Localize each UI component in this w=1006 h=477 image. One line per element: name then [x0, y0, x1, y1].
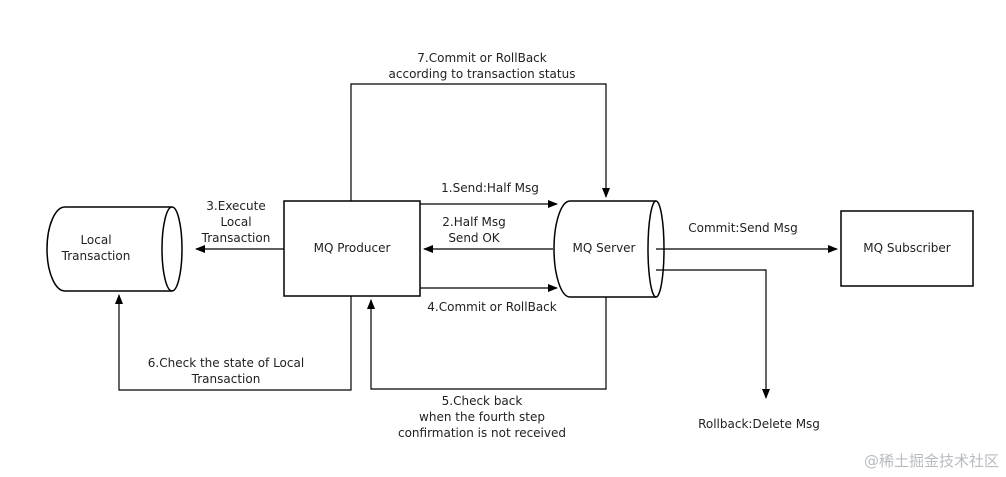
local-transaction-label-line2: Transaction	[61, 249, 131, 263]
step3-label-line2: Local	[220, 215, 251, 229]
step6-label-line2: Transaction	[191, 372, 261, 386]
local-transaction-label-line1: Local	[80, 233, 111, 247]
edge-step6: 6.Check the state of Local Transaction	[115, 294, 352, 391]
mq-producer-label: MQ Producer	[314, 241, 391, 255]
mq-producer-node: MQ Producer	[283, 200, 421, 297]
step2-label-line1: 2.Half Msg	[442, 215, 505, 229]
commit-label: Commit:Send Msg	[688, 221, 797, 235]
mq-subscriber-node: MQ Subscriber	[840, 210, 974, 287]
edge-step2: 2.Half Msg Send OK	[423, 215, 553, 253]
mq-subscriber-label: MQ Subscriber	[863, 241, 951, 255]
step2-label-line2: Send OK	[448, 231, 500, 245]
edge-step7: 7.Commit or RollBack according to transa…	[350, 51, 610, 201]
step5-label-line2: when the fourth step	[419, 410, 545, 424]
edge-step3: 3.Execute Local Transaction	[195, 199, 284, 253]
step4-label: 4.Commit or RollBack	[427, 300, 556, 314]
step1-label: 1.Send:Half Msg	[441, 181, 539, 195]
step5-label-line3: confirmation is not received	[398, 426, 566, 440]
edge-rollback: Rollback:Delete Msg	[656, 269, 820, 431]
mq-server-node: MQ Server	[553, 200, 665, 298]
step7-label-line1: 7.Commit or RollBack	[417, 51, 546, 65]
edge-commit: Commit:Send Msg	[656, 221, 838, 253]
step5-label-line1: 5.Check back	[442, 394, 523, 408]
local-transaction-node: Local Transaction	[46, 206, 183, 292]
watermark-text: @稀土掘金技术社区	[864, 452, 999, 470]
rollback-label: Rollback:Delete Msg	[698, 417, 820, 431]
step3-label-line3: Transaction	[201, 231, 271, 245]
step7-label-line2: according to transaction status	[389, 67, 576, 81]
step3-label-line1: 3.Execute	[206, 199, 265, 213]
step6-label-line1: 6.Check the state of Local	[148, 356, 304, 370]
edge-step1: 1.Send:Half Msg	[420, 181, 558, 208]
edge-step5: 5.Check back when the fourth step confir…	[367, 297, 607, 440]
edge-step4: 4.Commit or RollBack	[420, 284, 558, 314]
mq-server-label: MQ Server	[573, 241, 636, 255]
